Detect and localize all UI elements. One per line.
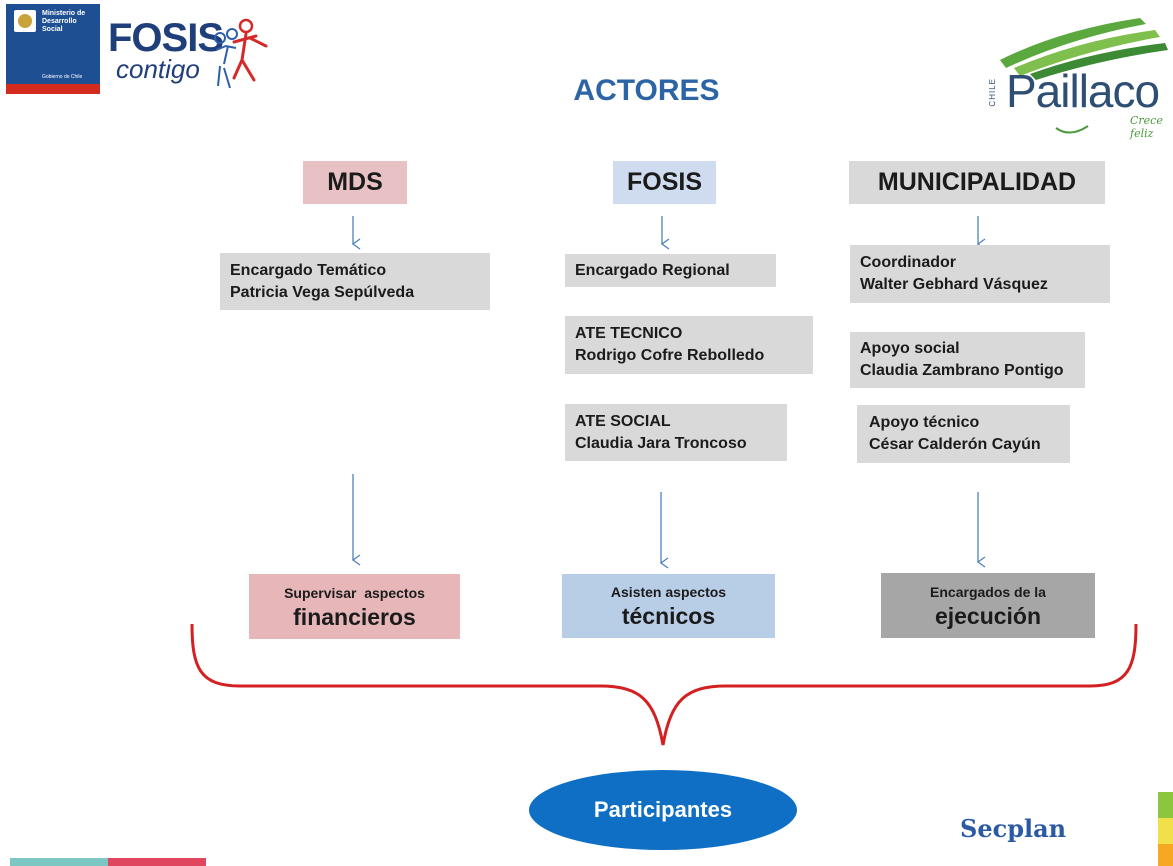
fosis-item-ate-social: ATE SOCIAL Claudia Jara Troncoso	[565, 404, 787, 461]
participants-label: Participantes	[593, 797, 733, 822]
muni-item-apoyo-tecnico: Apoyo técnico César Calderón Cayún	[857, 405, 1070, 463]
role-small-text: Supervisar aspectos	[284, 584, 425, 601]
item-line1: ATE TECNICO	[575, 325, 683, 342]
ministry-logo: Ministerio de Desarrollo Social Gobierno…	[6, 4, 100, 94]
muni-item-coordinador: Coordinador Walter Gebhard Vásquez	[850, 245, 1110, 303]
secplan-bars-icon	[1158, 792, 1173, 866]
muni-item-apoyo-social: Apoyo social Claudia Zambrano Pontigo	[850, 332, 1085, 388]
item-line2: Walter Gebhard Vásquez	[860, 276, 1048, 293]
chile-seal-icon	[14, 10, 36, 32]
item-line1: Apoyo técnico	[869, 414, 980, 431]
fosis-item-regional: Encargado Regional	[565, 254, 776, 287]
mds-item-encargado: Encargado Temático Patricia Vega Sepúlve…	[220, 253, 490, 310]
fosis-logo-word: FOSIS	[108, 16, 224, 60]
item-line2: Patricia Vega Sepúlveda	[230, 283, 415, 301]
role-mds: Supervisar aspectos financieros	[249, 574, 460, 639]
paillaco-logo-stripes	[1000, 18, 1168, 134]
fosis-people-icon	[214, 18, 268, 89]
participants-ellipse: Participantes	[529, 770, 797, 850]
grouping-brace	[190, 623, 1138, 746]
secplan-logo: Secplan	[960, 814, 1067, 843]
item-line2: Claudia Zambrano Pontigo	[860, 362, 1064, 379]
paillaco-tagline: Crece feliz	[1130, 114, 1163, 140]
item-line2: César Calderón Cayún	[869, 436, 1041, 453]
role-big-text: financieros	[293, 603, 416, 630]
role-big-text: técnicos	[621, 603, 716, 629]
role-small-text: Asisten aspectos	[610, 584, 727, 600]
header-fosis: FOSIS	[613, 161, 716, 204]
fosis-item-ate-tecnico: ATE TECNICO Rodrigo Cofre Rebolledo	[565, 316, 813, 374]
paillaco-logo-word: Paillaco	[1006, 65, 1160, 117]
item-line1: Apoyo social	[860, 340, 960, 357]
item-line2: Claudia Jara Troncoso	[575, 434, 747, 452]
ministry-name: Ministerio de Desarrollo Social	[42, 10, 86, 33]
flag-stripe	[6, 84, 100, 94]
role-municipalidad: Encargados de la ejecución	[881, 573, 1095, 638]
role-big-text: ejecución	[934, 602, 1042, 629]
page-title: ACTORES	[573, 74, 720, 107]
item-line2: Rodrigo Cofre Rebolledo	[575, 347, 765, 364]
fosis-logo-tagline: contigo	[116, 54, 200, 84]
role-fosis: Asisten aspectos técnicos	[562, 574, 775, 638]
government-text: Gobierno de Chile	[42, 74, 83, 80]
header-municipalidad: MUNICIPALIDAD	[849, 161, 1105, 204]
item-line1: Encargado Temático	[230, 261, 387, 279]
header-mds: MDS	[303, 161, 407, 204]
item-line1: ATE SOCIAL	[575, 412, 671, 430]
bottom-color-strip	[10, 858, 206, 866]
item-line1: Coordinador	[860, 254, 956, 271]
role-small-text: Encargados de la	[930, 583, 1046, 600]
item-line1: Encargado Regional	[575, 261, 730, 279]
